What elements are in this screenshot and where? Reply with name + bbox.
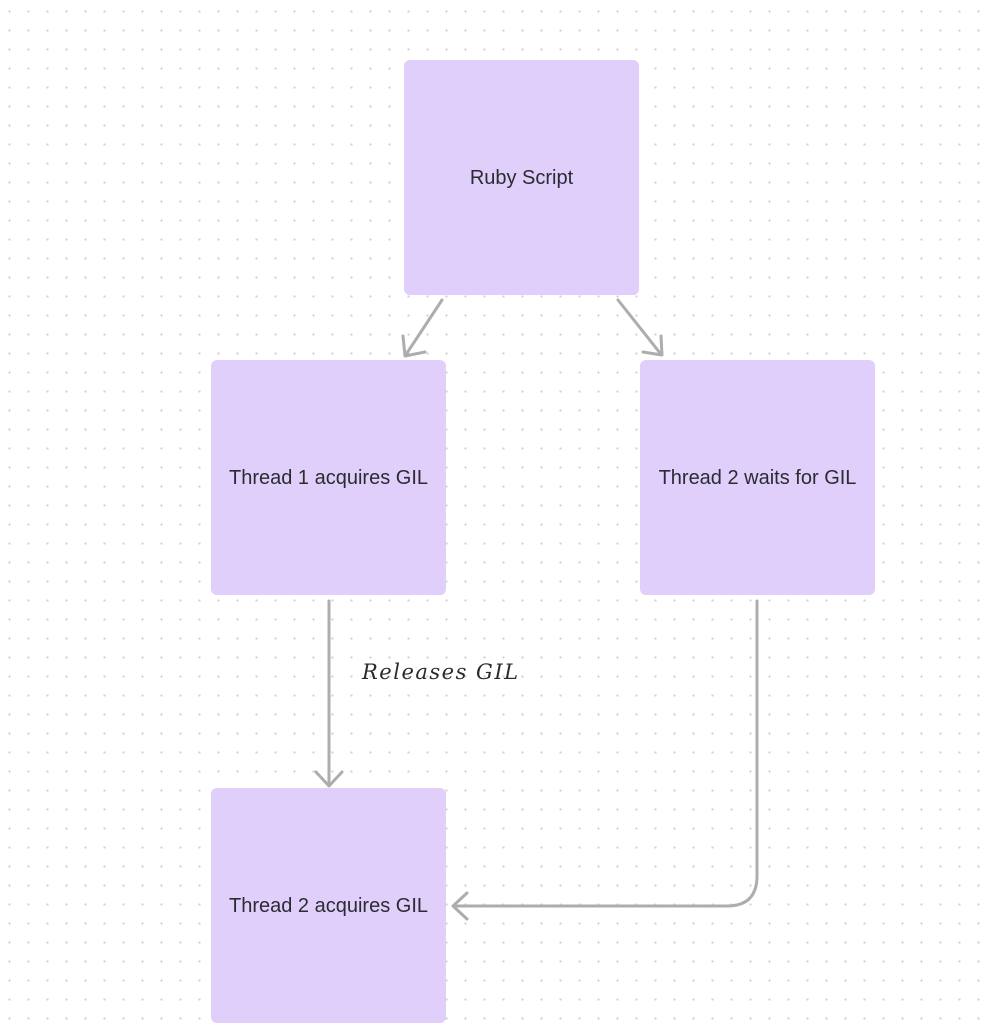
arrowhead-thread2-waits bbox=[641, 334, 664, 357]
node-thread1-acquires-gil-label: Thread 1 acquires GIL bbox=[229, 466, 428, 489]
connector-thread2-waits-to-thread2-acquires bbox=[452, 599, 759, 908]
connector-ruby-to-thread1 bbox=[405, 298, 444, 355]
edge-label-releases-gil: Releases GIL bbox=[362, 660, 520, 684]
node-thread2-waits-for-gil[interactable]: Thread 2 waits for GIL bbox=[640, 360, 875, 595]
node-thread2-acquires-gil[interactable]: Thread 2 acquires GIL bbox=[211, 788, 446, 1023]
node-thread2-waits-for-gil-label: Thread 2 waits for GIL bbox=[658, 466, 857, 489]
node-ruby-script-label: Ruby Script bbox=[469, 166, 574, 189]
arrowhead-thread2-acquires-side bbox=[451, 891, 469, 921]
node-ruby-script[interactable]: Ruby Script bbox=[404, 60, 639, 295]
arrowhead-thread2-acquires-top bbox=[314, 770, 344, 788]
node-thread1-acquires-gil[interactable]: Thread 1 acquires GIL bbox=[211, 360, 446, 595]
arrowhead-thread1 bbox=[401, 334, 427, 358]
connector-ruby-to-thread2-waits bbox=[616, 298, 662, 355]
node-thread2-acquires-gil-label: Thread 2 acquires GIL bbox=[229, 894, 428, 917]
